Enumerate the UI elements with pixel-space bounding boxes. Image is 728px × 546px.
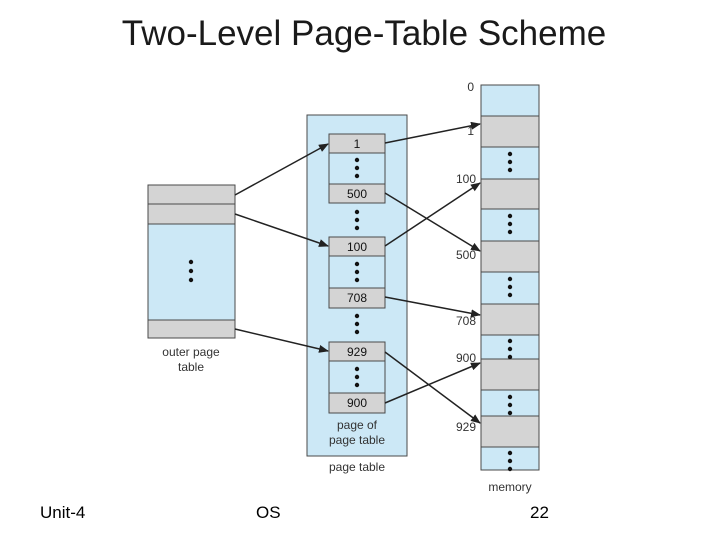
arrow-pt100-to-mem100 — [384, 182, 481, 247]
page-of-label-line1: page of — [337, 418, 378, 432]
pt-entry-929-label: 929 — [347, 345, 367, 359]
page-table-label: page table — [329, 460, 385, 474]
page-table-panel: 1 500 100 708 929 900 page of page table… — [306, 114, 408, 474]
mem-addr-1: 1 — [467, 124, 474, 138]
pt-between-ellipsis-2 — [354, 313, 360, 335]
memory-ellipses — [507, 151, 513, 472]
arrow-pt1-to-mem1 — [384, 121, 481, 144]
arrow-outer1-to-pt100 — [234, 213, 329, 247]
pt-entry-500-label: 500 — [347, 187, 367, 201]
pt-entry-708 — [328, 287, 386, 309]
memory-frame-929 — [480, 415, 540, 448]
arrow-outerlast-to-pt929 — [234, 328, 329, 353]
arrow-outer0-to-pt1 — [234, 143, 329, 196]
outer-label-line1: outer page — [162, 345, 220, 359]
mem-addr-929: 929 — [456, 420, 476, 434]
arrow-pt900-to-mem900 — [384, 362, 481, 404]
memory-frame-708 — [480, 303, 540, 336]
arrow-pt500-to-mem500 — [384, 192, 481, 252]
outer-page-table: outer page table — [147, 184, 236, 374]
arrow-pt708-to-mem708 — [384, 296, 481, 318]
outer-label-line2: table — [178, 360, 204, 374]
memory-frame-1 — [480, 115, 540, 148]
mem-addr-500: 500 — [456, 248, 476, 262]
mem-addr-0: 0 — [467, 80, 474, 94]
pointer-arrows — [234, 121, 481, 424]
memory-frame-500 — [480, 240, 540, 273]
footer-page-number: 22 — [530, 503, 549, 522]
pt-entry-100-label: 100 — [347, 240, 367, 254]
mem-addr-708: 708 — [456, 314, 476, 328]
page-of-label-line2: page table — [329, 433, 385, 447]
arrow-pt929-to-mem929 — [384, 351, 481, 424]
outer-entry-1 — [147, 203, 236, 225]
pt-group3-ellipsis — [354, 366, 360, 388]
slide-title: Two-Level Page-Table Scheme — [121, 14, 607, 53]
pt-group1-ellipsis — [354, 157, 360, 179]
mem-addr-900: 900 — [456, 351, 476, 365]
pt-entry-900-label: 900 — [347, 396, 367, 410]
footer-unit: Unit-4 — [40, 503, 86, 522]
pt-entry-708-label: 708 — [347, 291, 367, 305]
memory-frame-900 — [480, 358, 540, 391]
memory-label: memory — [488, 480, 531, 494]
pt-group2-ellipsis — [354, 261, 360, 283]
pt-entry-1-label: 1 — [354, 137, 361, 151]
footer-subject: OS — [256, 503, 281, 522]
outer-entry-0 — [147, 184, 236, 205]
memory-frame-100 — [480, 178, 540, 210]
memory-column: 0 1 100 500 708 900 929 memory — [456, 80, 540, 494]
outer-entry-last — [147, 319, 236, 339]
outer-ellipsis — [188, 259, 194, 283]
pt-between-ellipsis-1 — [354, 209, 360, 231]
mem-addr-100: 100 — [456, 172, 476, 186]
